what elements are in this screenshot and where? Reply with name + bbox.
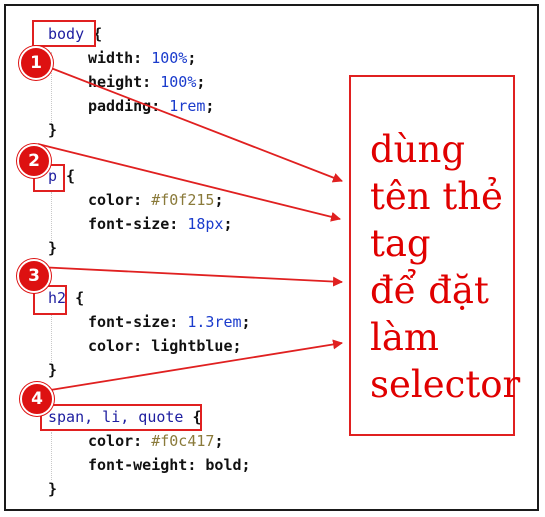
indent-guide (51, 52, 52, 124)
arrow-4 (37, 339, 343, 393)
code-line-prop: width: 100%; (88, 49, 196, 68)
prop-name: width: (88, 49, 152, 67)
highlight-box-body (32, 20, 96, 47)
prop-value: lightblue (151, 337, 233, 355)
indent-guide (51, 314, 52, 362)
code-line-prop: height: 100%; (88, 73, 205, 92)
selector-span-li-quote: span, li, quote (48, 408, 184, 426)
semicolon: ; (205, 97, 215, 115)
note-line: tên thẻ (370, 175, 503, 218)
prop-name: font-size: (88, 215, 188, 233)
prop-value: 1.3rem (187, 313, 242, 331)
code-line-prop: font-size: 1.3rem; (88, 313, 251, 332)
note-line: tag (370, 222, 431, 265)
prop-value: bold (205, 456, 242, 474)
prop-name: font-size: (88, 313, 188, 331)
semicolon: ; (214, 191, 224, 209)
note-line: làm (370, 316, 439, 359)
note-line: để đặt (370, 269, 489, 312)
note-line: dùng (370, 128, 466, 171)
code-line-prop: font-size: 18px; (88, 215, 233, 234)
prop-name: padding: (88, 97, 170, 115)
close-brace: } (48, 361, 58, 379)
prop-name: color: (88, 432, 152, 450)
close-brace: } (48, 480, 58, 498)
prop-value: 18px (187, 215, 224, 233)
badge-4: 4 (20, 382, 54, 416)
code-line-selector-3: h2 { (48, 289, 84, 308)
prop-value: #f0c417 (151, 432, 215, 450)
annotation-note-box (349, 75, 515, 436)
open-brace: { (84, 25, 103, 43)
code-line-prop: color: #f0f215; (88, 191, 223, 210)
open-brace: { (183, 408, 202, 426)
arrow-1 (37, 62, 343, 183)
semicolon: ; (196, 73, 206, 91)
semicolon: ; (241, 456, 251, 474)
prop-value: #f0f215 (151, 191, 215, 209)
code-line-selector-4: span, li, quote { (48, 408, 202, 427)
code-line-prop: color: lightblue; (88, 337, 242, 356)
prop-name: color: (88, 337, 152, 355)
prop-value: 100% (151, 49, 188, 67)
indent-guide (51, 192, 52, 240)
prop-name: color: (88, 191, 152, 209)
highlight-box-h2 (33, 285, 67, 315)
semicolon: ; (187, 49, 197, 67)
code-line-prop: color: #f0c417; (88, 432, 223, 451)
code-line-selector-2: p { (48, 167, 75, 186)
code-line-prop: padding: 1rem; (88, 97, 214, 116)
close-brace: } (48, 121, 58, 139)
open-brace: { (66, 289, 85, 307)
highlight-box-span-li-quote (40, 404, 202, 431)
badge-3: 3 (17, 259, 51, 293)
prop-name: font-weight: (88, 456, 206, 474)
arrow-3 (37, 266, 343, 287)
badge-2: 2 (17, 144, 51, 178)
code-line-selector-1: body { (48, 25, 102, 44)
selector-p: p (48, 167, 58, 185)
semicolon: ; (232, 337, 242, 355)
semicolon: ; (241, 313, 251, 331)
arrow-2 (37, 143, 341, 222)
prop-name: height: (88, 73, 161, 91)
open-brace: { (57, 167, 76, 185)
note-line: selector (370, 363, 521, 406)
prop-value: 1rem (169, 97, 206, 115)
selector-body: body (48, 25, 85, 43)
close-brace: } (48, 239, 58, 257)
code-line-prop: font-weight: bold; (88, 456, 251, 475)
prop-value: 100% (160, 73, 197, 91)
indent-guide (51, 432, 52, 480)
badge-1: 1 (19, 46, 53, 80)
selector-h2: h2 (48, 289, 67, 307)
semicolon: ; (214, 432, 224, 450)
semicolon: ; (223, 215, 233, 233)
